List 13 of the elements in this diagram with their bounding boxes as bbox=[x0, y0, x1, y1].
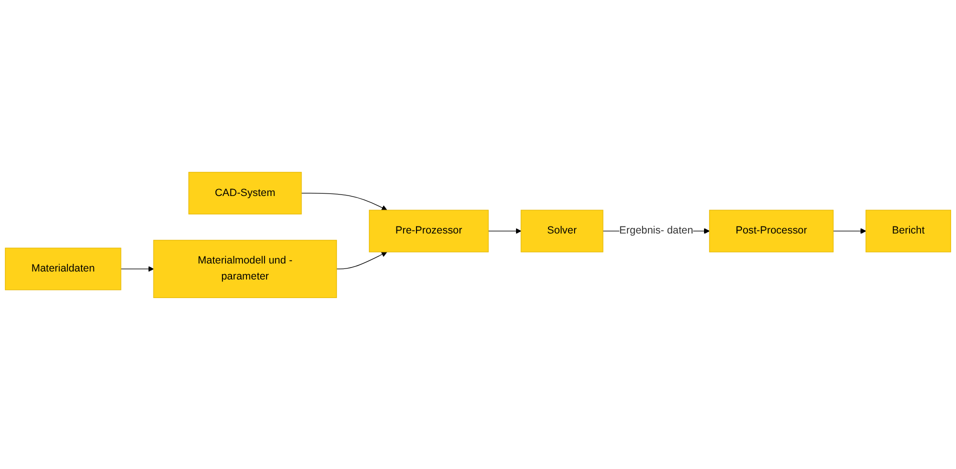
arrow bbox=[488, 228, 522, 234]
arrow bbox=[336, 251, 388, 269]
node-box: Materialdaten bbox=[4, 247, 122, 290]
node-box: Pre-Prozessor bbox=[368, 209, 489, 252]
node-box: CAD-System bbox=[188, 171, 302, 214]
node-box: Materialmodell und -parameter bbox=[153, 239, 337, 298]
edge-label: Ergebnis- daten bbox=[619, 224, 694, 236]
node-box: Post-Processor bbox=[709, 209, 834, 252]
node-box: Bericht bbox=[866, 209, 952, 252]
arrow bbox=[120, 266, 154, 272]
arrow bbox=[301, 192, 388, 210]
arrow bbox=[832, 228, 866, 234]
node-box: Solver bbox=[520, 209, 604, 252]
